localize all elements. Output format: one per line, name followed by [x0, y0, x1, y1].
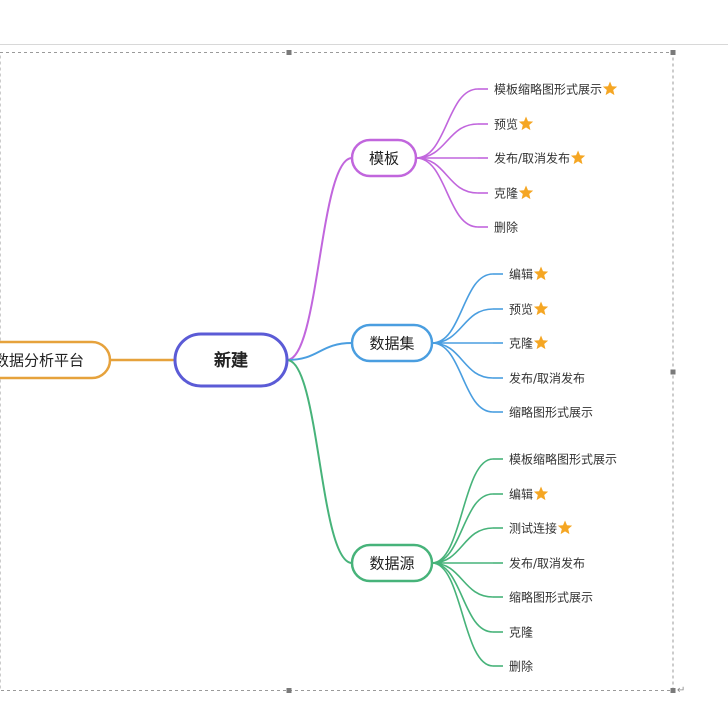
branch-leaf-link — [431, 493, 494, 564]
leaf-item-label[interactable]: 缩略图形式展示 — [509, 405, 593, 420]
center-branch-link — [286, 342, 353, 361]
star-icon — [533, 266, 549, 281]
branch-leaf-link — [431, 562, 494, 667]
branch-node-2-shape — [350, 543, 434, 583]
root-node-shape — [0, 340, 112, 380]
branch-leaf-link — [431, 342, 494, 379]
star-icon — [557, 520, 573, 535]
branch-node-1-label: 数据集 — [369, 334, 414, 352]
resize-handle[interactable] — [670, 369, 676, 375]
branch-leaf-link — [415, 157, 479, 194]
center-node-label: 新建 — [214, 350, 248, 371]
center-node[interactable]: 新建 — [173, 332, 289, 388]
branch-node-0[interactable]: 模板 — [350, 138, 418, 178]
root-node-label: 数据分析平台 — [0, 351, 84, 369]
center-branch-link — [286, 359, 353, 564]
star-icon — [533, 335, 549, 350]
star-icon — [602, 81, 618, 96]
connector-lines — [110, 88, 503, 667]
leaf-item-label[interactable]: 克隆 — [494, 186, 518, 201]
star-icon — [533, 486, 549, 501]
branch-leaf-link — [431, 527, 494, 564]
leaf-item-label[interactable]: 发布/取消发布 — [509, 371, 585, 386]
branch-leaf-link — [431, 562, 494, 633]
branch-node-2[interactable]: 数据源 — [350, 543, 434, 583]
leaf-item-label[interactable]: 预览 — [494, 117, 518, 132]
leaf-item-label[interactable]: 发布/取消发布 — [494, 151, 570, 166]
branch-leaf-link — [415, 157, 479, 228]
leaf-item-label[interactable]: 模板缩略图形式展示 — [509, 452, 617, 467]
leaf-item-label[interactable]: 模板缩略图形式展示 — [494, 82, 602, 97]
branch-node-2-label: 数据源 — [369, 554, 414, 572]
leaf-item-label[interactable]: 缩略图形式展示 — [509, 590, 593, 605]
resize-handle[interactable] — [670, 50, 676, 55]
branch-leaf-link — [415, 88, 479, 159]
resize-handle[interactable] — [286, 688, 292, 693]
branch-node-0-shape — [350, 138, 418, 178]
star-icon — [570, 150, 586, 165]
resize-handle[interactable] — [670, 688, 676, 693]
branch-node-0-label: 模板 — [369, 149, 399, 167]
star-icon — [533, 301, 549, 316]
resize-handles[interactable] — [286, 50, 676, 693]
leaf-item-label[interactable]: 测试连接 — [509, 521, 557, 536]
branch-node-1[interactable]: 数据集 — [350, 323, 434, 363]
center-branch-link — [286, 157, 353, 361]
leaf-item-label[interactable]: 发布/取消发布 — [509, 556, 585, 571]
leaf-item-label[interactable]: 克隆 — [509, 336, 533, 351]
branch-leaf-link — [431, 562, 494, 598]
branch-leaf-link — [431, 342, 494, 413]
center-node-shape — [173, 332, 289, 388]
leaf-item-label[interactable]: 编辑 — [509, 267, 533, 282]
leaf-item-label[interactable]: 删除 — [509, 659, 533, 674]
leaf-item-label[interactable]: 预览 — [509, 302, 533, 317]
paragraph-mark-icon: ↵ — [677, 685, 685, 696]
branch-leaf-link — [431, 308, 494, 344]
leaf-item-label[interactable]: 克隆 — [509, 625, 533, 640]
branch-leaf-link — [415, 123, 479, 159]
star-icon — [518, 116, 534, 131]
resize-handle[interactable] — [286, 50, 292, 55]
leaf-item-label[interactable]: 删除 — [494, 220, 518, 235]
root-node[interactable]: 数据分析平台 — [0, 340, 112, 380]
leaf-item-label[interactable]: 编辑 — [509, 487, 533, 502]
branch-node-1-shape — [350, 323, 434, 363]
mind-map-nodes: 数据分析平台新建模板模板缩略图形式展示预览发布/取消发布克隆删除数据集编辑预览克… — [0, 81, 618, 674]
branch-leaf-link — [431, 458, 494, 564]
branch-leaf-link — [431, 273, 494, 344]
star-icon — [518, 185, 534, 200]
